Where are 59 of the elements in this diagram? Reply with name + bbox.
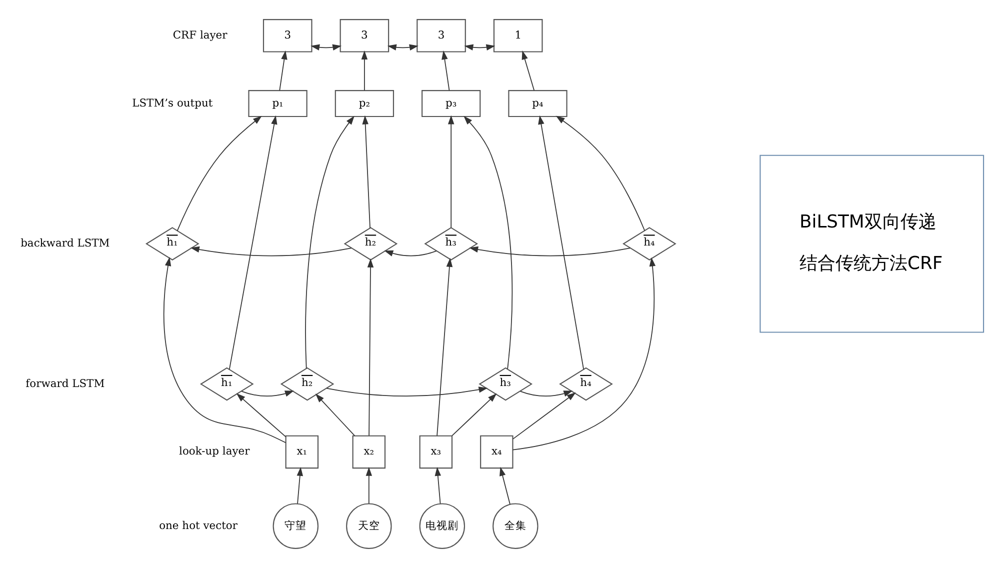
label: CRF layer xyxy=(172,28,228,42)
label: LSTM’s output xyxy=(132,96,213,110)
node-box: p₄ xyxy=(508,90,568,118)
node-diamond: h₂ xyxy=(344,227,398,260)
arrow xyxy=(279,50,288,91)
arrow xyxy=(464,116,513,370)
arrow xyxy=(228,115,278,370)
label: look-up layer xyxy=(179,444,250,458)
node-box: x₁ xyxy=(285,435,319,469)
label: one hot vector xyxy=(159,518,238,532)
arrow xyxy=(362,115,370,229)
arrow xyxy=(464,44,496,50)
arrow xyxy=(384,250,437,256)
arrow xyxy=(434,466,442,504)
arrow xyxy=(315,394,356,436)
node-circle: 全集 xyxy=(492,503,538,549)
arrow xyxy=(361,50,368,91)
node-box: p₃ xyxy=(422,90,481,118)
node-box: p₁ xyxy=(248,90,308,118)
node-box: p₂ xyxy=(334,90,394,118)
node-box: x₄ xyxy=(480,435,514,469)
arrow xyxy=(442,50,450,91)
node-box: 3 xyxy=(340,19,390,52)
arrow xyxy=(190,246,352,256)
arrow xyxy=(296,466,304,504)
node-box: 1 xyxy=(493,19,543,52)
node-diamond: h₂ xyxy=(280,367,334,401)
label: backward LSTM xyxy=(20,236,110,250)
node-box: BiLSTM双向传递 结合传统方法CRF xyxy=(760,154,984,333)
arrow xyxy=(163,257,286,444)
arrow xyxy=(522,50,535,91)
arrow xyxy=(241,390,294,397)
node-box: 3 xyxy=(262,19,312,52)
arrow xyxy=(520,390,573,397)
arrow xyxy=(326,386,488,397)
node-circle: 电视剧 xyxy=(419,503,466,549)
node-circle: 天空 xyxy=(346,503,392,549)
arrow xyxy=(500,466,510,505)
arrow xyxy=(367,258,374,436)
arrow xyxy=(512,392,576,440)
arrow xyxy=(436,258,453,436)
arrow xyxy=(305,116,354,369)
arrow xyxy=(236,393,286,438)
label: forward LSTM xyxy=(26,376,105,390)
arrow xyxy=(366,466,372,504)
node-box: x₂ xyxy=(352,435,386,469)
arrow xyxy=(310,44,342,50)
arrow xyxy=(512,257,656,450)
arrow xyxy=(448,115,454,228)
node-diamond: h₄ xyxy=(622,227,676,260)
arrow xyxy=(538,115,584,370)
node-box: x₃ xyxy=(419,435,453,469)
node-circle: 守望 xyxy=(272,503,319,549)
arrow xyxy=(387,44,418,50)
arrow xyxy=(556,116,646,232)
arrow xyxy=(452,393,497,436)
node-box: 3 xyxy=(416,19,466,52)
arrow xyxy=(469,246,631,256)
arrow xyxy=(176,116,262,232)
